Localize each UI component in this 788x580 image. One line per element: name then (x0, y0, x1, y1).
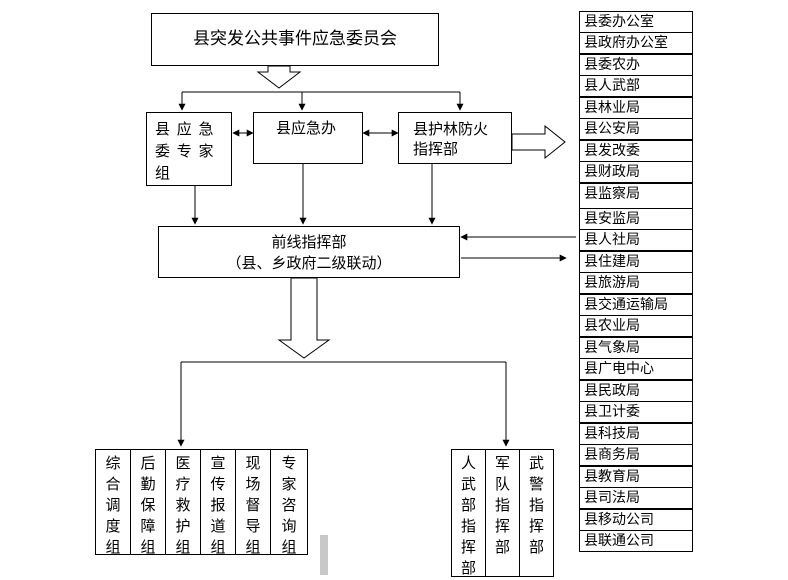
group-medical-rescue: 医 疗 救 护 组 (165, 449, 201, 556)
group-comprehensive-dispatch: 综 合 调 度 组 (95, 449, 131, 556)
group-armed-forces-hq: 人 武 部 指 挥 部 (451, 449, 486, 577)
department-item: 县财政局 (579, 161, 693, 183)
group-onsite-supervision: 现 场 督 导 组 (235, 449, 271, 556)
department-item: 县林业局 (579, 97, 693, 119)
department-item: 县住建局 (579, 251, 693, 273)
experts-group-box: 县 应 急 委 专 家 组 (146, 112, 232, 186)
department-item: 县委办公室 (579, 11, 693, 33)
group-label: 综 合 调 度 组 (105, 454, 121, 556)
group-label: 人 武 部 指 挥 部 (460, 454, 476, 577)
forest-fire-hq-label: 县护林防火 指挥部 (413, 120, 489, 158)
group-label: 武 警 指 挥 部 (528, 454, 544, 556)
department-item: 县商务局 (579, 444, 693, 466)
emergency-office-box: 县应急办 (253, 112, 363, 164)
department-item: 县监察局 (579, 183, 693, 209)
group-army-hq: 军 队 指 挥 部 (485, 449, 520, 577)
frontline-hq-title: 前线指挥部 (271, 233, 347, 251)
department-item: 县民政局 (579, 380, 693, 402)
group-expert-consult: 专 家 咨 询 组 (270, 449, 308, 556)
group-logistics: 后 勤 保 障 组 (130, 449, 166, 556)
group-label: 后 勤 保 障 组 (140, 454, 156, 556)
top-committee-title: 县突发公共事件应急委员会 (193, 29, 397, 49)
department-item: 县人社局 (579, 229, 693, 251)
department-item: 县农业局 (579, 315, 693, 337)
department-item: 县委农办 (579, 54, 693, 76)
group-label: 专 家 咨 询 组 (281, 454, 297, 556)
group-label: 宣 传 报 道 组 (210, 454, 226, 556)
department-item: 县旅游局 (579, 272, 693, 294)
hollow-arrow-right (511, 124, 566, 160)
department-item: 县广电中心 (579, 358, 693, 380)
top-committee-box: 县突发公共事件应急委员会 (151, 13, 439, 66)
hollow-arrow-frontline (277, 277, 331, 359)
department-item: 县公安局 (579, 118, 693, 140)
department-item: 县教育局 (579, 466, 693, 488)
department-item: 县司法局 (579, 487, 693, 509)
group-label: 医 疗 救 护 组 (175, 454, 191, 556)
department-item: 县卫计委 (579, 401, 693, 423)
group-label: 军 队 指 挥 部 (494, 454, 510, 556)
frontline-hq-box: 前线指挥部 （县、乡政府二级联动） (158, 226, 460, 278)
department-item: 县气象局 (579, 337, 693, 359)
left-groups-box: 综 合 调 度 组 后 勤 保 障 组 医 疗 救 护 组 宣 传 报 道 组 … (95, 449, 308, 556)
group-armed-police-hq: 武 警 指 挥 部 (519, 449, 554, 577)
right-groups-box: 人 武 部 指 挥 部 军 队 指 挥 部 武 警 指 挥 部 (451, 449, 554, 577)
experts-group-label: 县 应 急 委 专 家 组 (155, 120, 215, 182)
frontline-hq-subtitle: （县、乡政府二级联动） (226, 254, 392, 272)
department-item: 县科技局 (579, 423, 693, 445)
department-item: 县联通公司 (579, 530, 693, 552)
gray-bar (320, 535, 328, 575)
department-item: 县政府办公室 (579, 32, 693, 54)
group-label: 现 场 督 导 组 (245, 454, 261, 556)
department-item: 县发改委 (579, 140, 693, 162)
department-item: 县安监局 (579, 208, 693, 230)
forest-fire-hq-box: 县护林防火 指挥部 (398, 112, 512, 164)
emergency-office-label: 县应急办 (276, 119, 337, 137)
department-item: 县移动公司 (579, 509, 693, 531)
group-publicity: 宣 传 报 道 组 (200, 449, 236, 556)
department-item: 县交通运输局 (579, 294, 693, 316)
department-item: 县人武部 (579, 75, 693, 97)
hollow-arrow-top (256, 65, 302, 89)
